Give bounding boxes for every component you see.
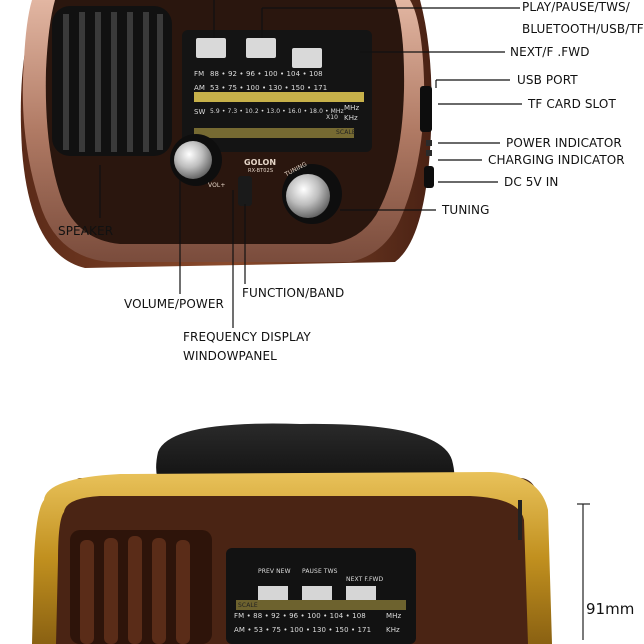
callout-tuning: TUNING [442, 203, 490, 217]
callout-freq-display-1: FREQUENCY DISPLAY [183, 330, 311, 344]
bottom-khz-unit: KHz [386, 626, 400, 634]
bottom-am-scale: AM • 53 • 75 • 100 • 130 • 150 • 171 [234, 626, 372, 634]
callout-volume-power: VOLUME/POWER [124, 297, 224, 311]
top-radio [20, 0, 434, 268]
bottom-grille [70, 530, 212, 644]
bottom-scale-tag: SCALE [238, 602, 258, 609]
frequency-panel [182, 30, 372, 152]
side-ports [420, 86, 434, 188]
callout-charging-indicator: CHARGING INDICATOR [488, 153, 625, 167]
prev-button-shape [196, 38, 226, 58]
bottom-mhz-unit: MHz [386, 612, 402, 620]
callout-next: NEXT/F .FWD [510, 45, 590, 59]
band-switch-shape [238, 176, 252, 206]
x10-unit: X10 [326, 114, 339, 121]
sw-scale: 5.9 • 7.3 • 10.2 • 13.0 • 16.0 • 18.0 • … [210, 108, 344, 115]
callout-lines [99, 0, 522, 328]
pause-button-label: PAUSE TWS [302, 568, 338, 575]
callout-usb-port: USB PORT [517, 73, 578, 87]
bottom-radio [32, 423, 552, 644]
am-band-label: AM [194, 84, 206, 92]
callout-play-pause: PLAY/PAUSE/TWS/ [522, 0, 630, 14]
callout-bluetooth: BLUETOOTH/USB/TF [522, 22, 644, 36]
bottom-panel [226, 548, 416, 644]
callout-speaker: SPEAKER [58, 224, 114, 238]
scale-tag: SCALE [336, 129, 356, 136]
dimension-label: 91mm [586, 600, 635, 618]
speaker-grille [52, 6, 172, 156]
khz-unit: KHz [344, 114, 358, 122]
fm-scale: 88 • 92 • 96 • 100 • 104 • 108 [210, 70, 323, 78]
fm-band-label: FM [194, 70, 205, 78]
sw-band-label: SW [194, 108, 206, 116]
volume-knob [170, 134, 222, 186]
bottom-fm-scale: FM • 88 • 92 • 96 • 100 • 104 • 108 [234, 612, 366, 620]
callout-freq-display-2: WINDOWPANEL [183, 349, 277, 363]
mhz-unit: MHz [344, 104, 360, 112]
next-button-shape [292, 48, 322, 68]
am-scale: 53 • 75 • 100 • 130 • 150 • 171 [210, 84, 328, 92]
callout-tf-slot: TF CARD SLOT [528, 97, 616, 111]
callout-power-indicator: POWER INDICATOR [506, 136, 622, 150]
callout-dc-in: DC 5V IN [504, 175, 559, 189]
pause-button-shape [246, 38, 276, 58]
model-label: RX-BT02S [248, 168, 274, 174]
dimension-marker [577, 503, 590, 640]
vol-label: VOL+ [208, 182, 226, 189]
callout-function-band: FUNCTION/BAND [242, 286, 345, 300]
next-button-label: NEXT F.FWD [346, 576, 384, 583]
brand-logo: GOLON [244, 158, 277, 167]
prev-button-label: PREV NEW [258, 568, 291, 575]
tuning-knob [282, 164, 342, 224]
